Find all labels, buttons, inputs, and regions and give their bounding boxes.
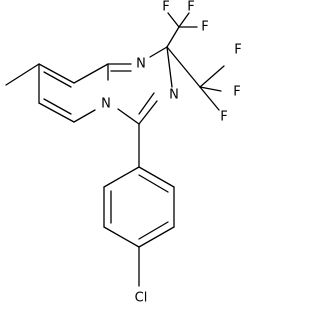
bond-c9-c9a xyxy=(73,63,109,84)
bond-cf3-right-f3 xyxy=(199,86,220,111)
atom-f-top-3: F xyxy=(201,20,208,35)
bond-cf3-top-f2 xyxy=(178,12,190,28)
bond-methyl xyxy=(5,63,40,86)
bond-cf3-top-f1 xyxy=(167,12,180,28)
bond-ar3-ar4 xyxy=(103,226,140,248)
chemical-structure-diagram: N N N Cl F F F F F F xyxy=(5,0,242,306)
atom-cl: Cl xyxy=(135,291,148,306)
bond-ar1-ar6-inner xyxy=(138,174,169,193)
bond-c2-cf3-top xyxy=(166,26,180,48)
atom-n-bridgehead: N xyxy=(101,97,111,112)
atom-n-ring-bottom: N xyxy=(169,88,179,103)
bond-c2-cf3-right xyxy=(166,46,201,88)
bond-ar5-ar4-inner xyxy=(138,221,169,240)
atom-f-right-2: F xyxy=(233,85,240,100)
bond-c4-n5 xyxy=(117,108,140,125)
bond-c2-n3 xyxy=(166,46,173,88)
atom-f-right-3: F xyxy=(220,110,227,125)
bond-lines xyxy=(5,12,225,287)
atom-f-top-1: F xyxy=(162,0,169,15)
bond-ar1-ar2 xyxy=(103,166,140,188)
bond-ar5-ar4 xyxy=(138,226,175,248)
atom-f-right-1: F xyxy=(234,43,241,58)
bond-cf3-right-f1 xyxy=(199,65,225,88)
atom-labels: N N N Cl F F F F F F xyxy=(101,0,242,306)
bond-c8-c9 xyxy=(38,63,75,84)
bond-c7-c6-inner xyxy=(43,98,72,115)
bond-n1-c2 xyxy=(149,46,168,58)
bond-c8-c9-inner xyxy=(43,71,72,88)
bond-ar1-ar6 xyxy=(138,166,175,188)
bond-c7-c6 xyxy=(38,102,75,123)
bond-n3-c4 xyxy=(138,100,158,125)
bond-cf3-right-f2 xyxy=(199,86,222,92)
bond-n3-c4-inner xyxy=(138,92,155,115)
bond-c6-n5 xyxy=(73,109,96,123)
atom-f-top-2: F xyxy=(187,0,194,15)
atom-n-ring-top: N xyxy=(136,57,146,72)
